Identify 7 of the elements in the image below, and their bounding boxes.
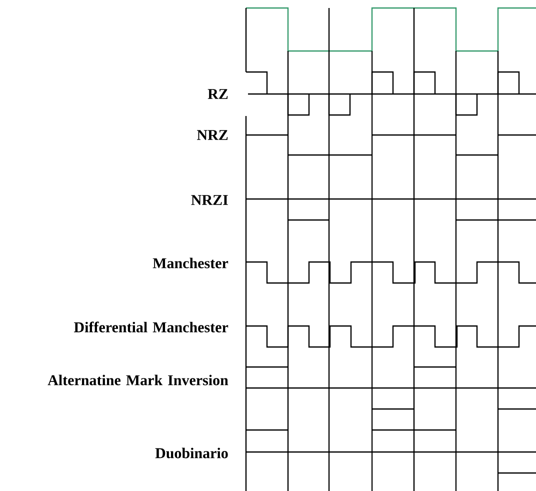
signal-label: Manchester bbox=[152, 258, 228, 268]
signal-label: NRZ bbox=[197, 130, 228, 140]
signal-label: Alternatine Mark Inversion bbox=[48, 374, 228, 386]
signal-label: Duobinario bbox=[155, 448, 228, 458]
signal-label: Differential Manchester bbox=[74, 322, 228, 332]
signal-label: RZ bbox=[208, 89, 228, 99]
signal-label: NRZI bbox=[191, 195, 228, 205]
